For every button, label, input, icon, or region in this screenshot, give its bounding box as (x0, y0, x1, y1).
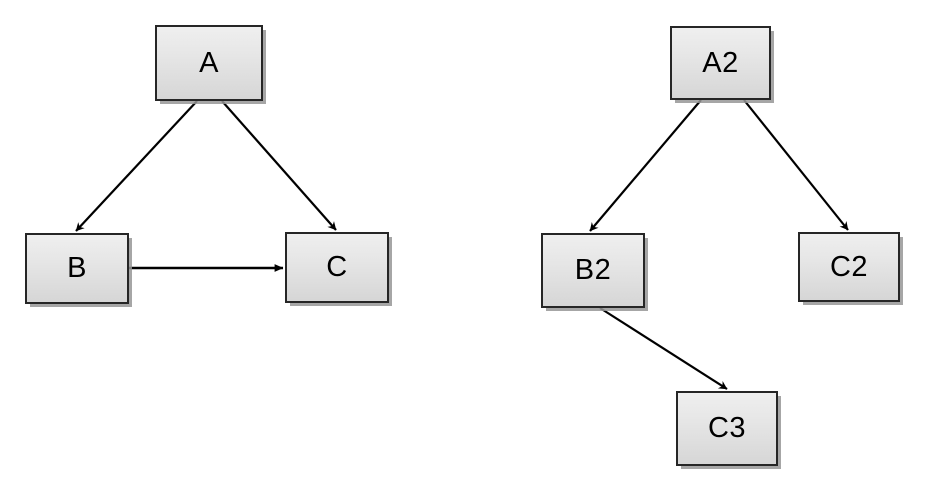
node-label: A2 (702, 46, 739, 79)
node-b2[interactable]: B2 (541, 233, 645, 308)
node-c2[interactable]: C2 (798, 232, 900, 302)
node-a2[interactable]: A2 (670, 26, 771, 100)
node-a[interactable]: A (155, 25, 263, 101)
node-c[interactable]: C (285, 232, 389, 303)
edge-a-to-b (75, 100, 198, 232)
node-label: B (67, 252, 87, 284)
edge-a-to-c (221, 100, 337, 231)
node-c3[interactable]: C3 (676, 391, 778, 466)
edge-a2-to-b2 (589, 99, 702, 232)
node-label: C3 (707, 412, 747, 444)
node-label: C (326, 251, 348, 283)
node-b[interactable]: B (25, 233, 129, 304)
node-label: C2 (829, 250, 869, 283)
edge-b2-to-c3 (599, 307, 728, 390)
edge-a2-to-c2 (743, 99, 849, 231)
node-label: B2 (574, 254, 612, 286)
node-label: A (199, 46, 219, 79)
